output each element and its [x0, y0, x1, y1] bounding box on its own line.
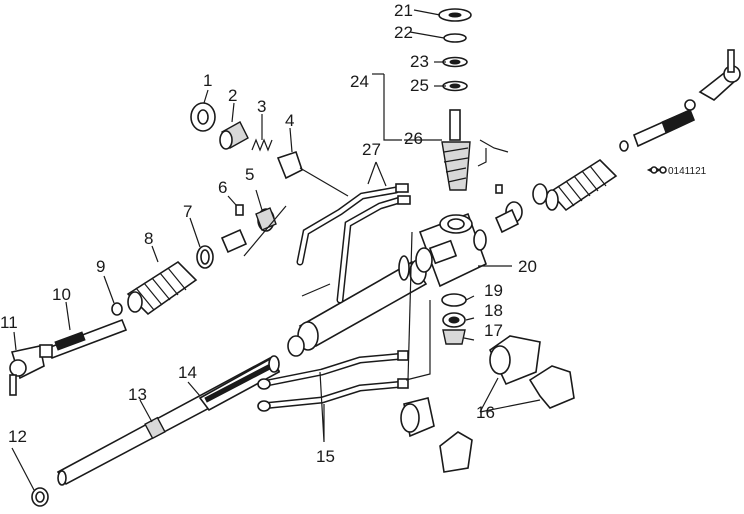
part-code: 0141121	[668, 166, 707, 177]
label-7: 7	[183, 202, 192, 221]
label-5: 5	[245, 165, 254, 184]
leader-lines	[11, 9, 541, 491]
reference-code: 0141121	[646, 166, 707, 177]
left-tie-rod	[9, 318, 128, 396]
pinion-column	[438, 8, 472, 191]
right-tie-rod	[632, 49, 741, 148]
label-24: 24	[350, 72, 369, 91]
label-27: 27	[362, 140, 381, 159]
left-boot-8	[126, 260, 198, 316]
label-16: 16	[476, 403, 495, 422]
fitting-small	[495, 184, 503, 194]
label-21: 21	[394, 1, 413, 20]
label-26: 26	[404, 129, 423, 148]
bracket-16	[400, 335, 575, 473]
label-2: 2	[228, 86, 237, 105]
label-13: 13	[128, 385, 147, 404]
label-8: 8	[144, 229, 153, 248]
label-14: 14	[178, 363, 197, 382]
pressure-pipes-27	[296, 183, 411, 304]
bush-9	[111, 302, 123, 316]
label-19: 19	[484, 281, 503, 300]
label-4: 4	[285, 111, 294, 130]
return-pipes-15	[257, 350, 409, 412]
label-11: 11	[0, 313, 18, 332]
rack-shaft	[56, 355, 281, 486]
label-1: 1	[203, 71, 212, 90]
label-25: 25	[410, 76, 429, 95]
label-17: 17	[484, 321, 503, 340]
gear-housing-20	[287, 212, 487, 357]
label-22: 22	[394, 23, 413, 42]
right-boot	[532, 140, 629, 212]
nut-1	[190, 102, 216, 132]
pad-4	[276, 150, 303, 180]
lower-bearings	[441, 293, 467, 345]
label-6: 6	[218, 178, 227, 197]
part-number-labels: 1 2 3 4 5 6 7 8 9 10 11 12 13 14 15 16 1…	[0, 1, 537, 466]
label-20: 20	[518, 257, 537, 276]
bleed-tube	[477, 139, 509, 167]
label-15: 15	[316, 447, 335, 466]
union-5	[220, 207, 277, 254]
seal-12	[31, 487, 49, 507]
right-union	[494, 201, 523, 234]
label-18: 18	[484, 301, 503, 320]
label-9: 9	[96, 257, 105, 276]
pin-6	[235, 204, 244, 216]
label-10: 10	[52, 285, 71, 304]
clamp-7	[196, 245, 214, 269]
label-3: 3	[257, 97, 266, 116]
label-23: 23	[410, 52, 429, 71]
label-12: 12	[8, 427, 27, 446]
plug-2	[219, 121, 249, 150]
spring-3	[251, 138, 273, 152]
